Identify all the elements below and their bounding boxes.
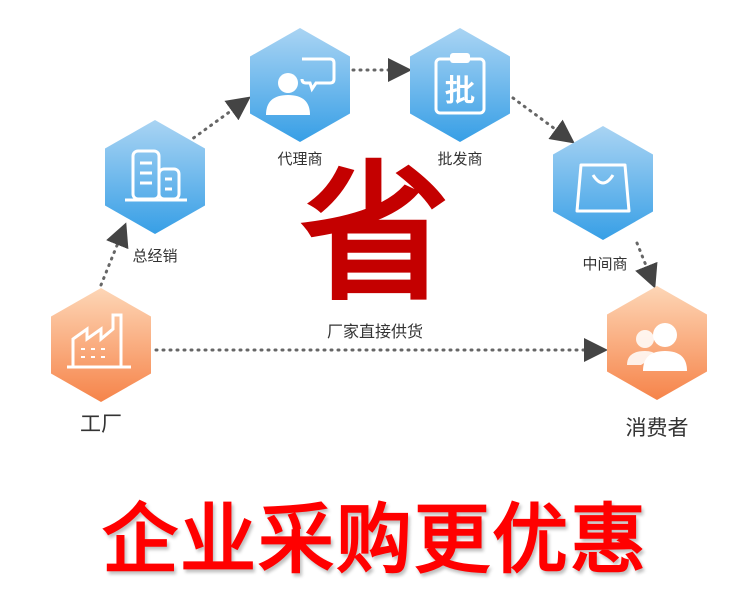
svg-text:批: 批 [445, 74, 475, 109]
direct-supply-label: 厂家直接供货 [326, 322, 424, 341]
hexagon-node-agent [250, 28, 350, 142]
users-icon [627, 323, 687, 371]
hexagon-shape [250, 28, 350, 142]
node-label-factory: 工厂 [80, 412, 122, 436]
node-label-consumer: 消费者 [625, 416, 689, 440]
arrow-wholesaler-to-middleman [511, 96, 575, 144]
clipboard-icon: 批 [434, 53, 486, 115]
save-big-character: 省 [299, 148, 451, 322]
factory-icon [67, 313, 131, 369]
hexagon-shape [51, 288, 151, 402]
node-label-general-distributor: 总经销 [132, 247, 178, 265]
node-label-middleman: 中间商 [582, 255, 628, 273]
hexagon-node-general-distributor [105, 120, 205, 234]
arrow-distributor-to-agent [186, 96, 251, 144]
shopping-bag-icon [575, 163, 631, 213]
hexagon-node-factory [51, 288, 151, 402]
slogan: 企业采购更优惠 [102, 495, 648, 584]
hexagon-shape [410, 28, 510, 142]
hexagon-shape [105, 120, 205, 234]
building-icon [125, 149, 187, 202]
hexagon-node-consumer [607, 286, 707, 400]
hexagon-node-middleman [553, 126, 653, 240]
node-label-wholesaler: 批发商 [437, 150, 483, 168]
hexagon-node-wholesaler: 批 [410, 28, 510, 142]
arrow-factory-to-distributor [99, 222, 129, 287]
arrow-middleman-to-consumer [635, 241, 658, 289]
person-chat-icon [266, 57, 336, 115]
node-label-agent: 代理商 [277, 150, 323, 168]
